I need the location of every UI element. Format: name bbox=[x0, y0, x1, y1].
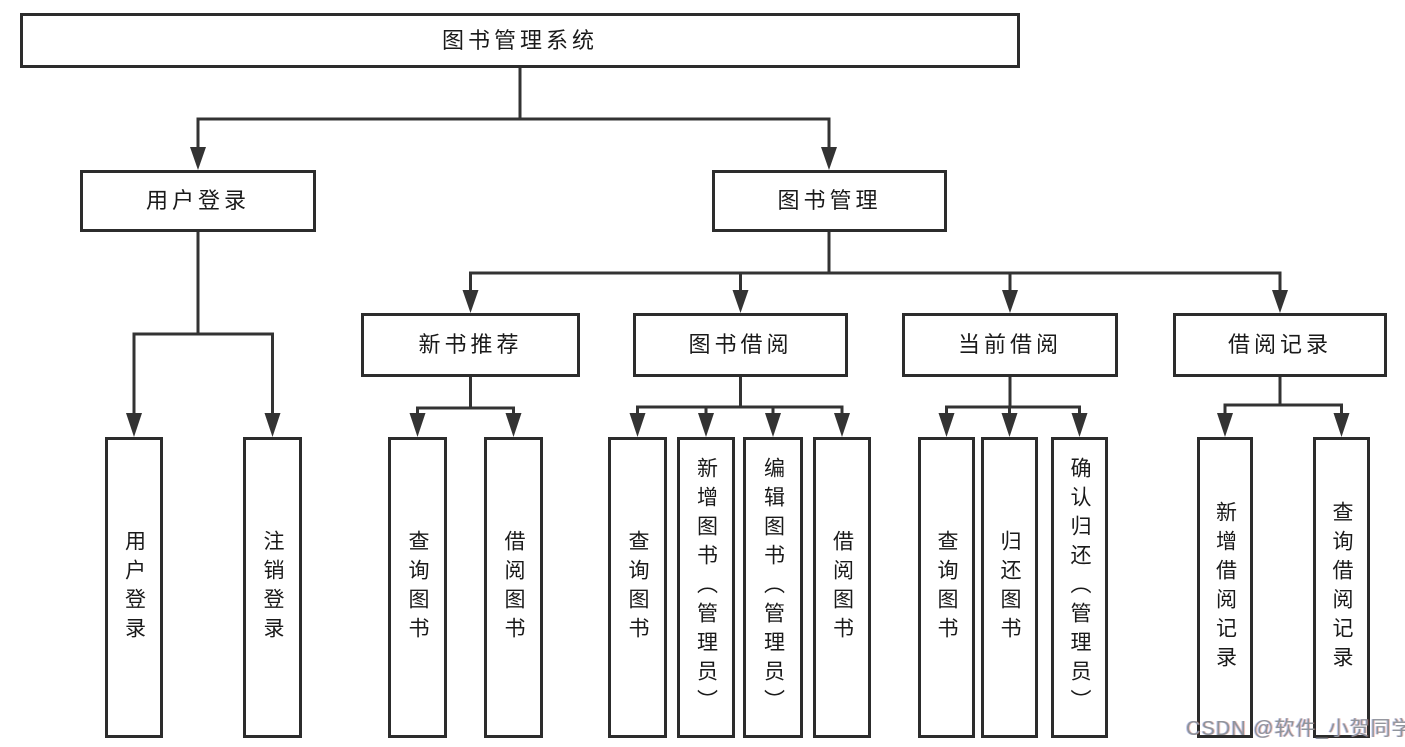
node-book-management: 图书管理 bbox=[712, 170, 947, 232]
node-current-borrowing: 当前借阅 bbox=[902, 313, 1118, 377]
leaf-records-add-record: 新增借阅记录 bbox=[1197, 437, 1253, 738]
node-user-login: 用户登录 bbox=[80, 170, 316, 232]
node-library-management-system: 图书管理系统 bbox=[20, 13, 1020, 68]
leaf-records-query-record: 查询借阅记录 bbox=[1313, 437, 1370, 738]
node-borrowing-records: 借阅记录 bbox=[1173, 313, 1387, 377]
arrowheads-book-borrowing-to-leaves bbox=[629, 413, 850, 437]
connector-book-borrowing-to-leaves bbox=[636, 375, 844, 417]
connector-book-management-to-level3 bbox=[469, 230, 1282, 295]
leaf-current-return-books: 归还图书 bbox=[981, 437, 1038, 738]
arrowheads-user-login-to-leaves bbox=[126, 413, 281, 437]
leaf-borrowing-add-books-admin: 新增图书（管理员） bbox=[677, 437, 735, 738]
leaf-borrowing-query-books: 查询图书 bbox=[608, 437, 667, 738]
leaf-logout: 注销登录 bbox=[243, 437, 302, 738]
connector-root-to-level2 bbox=[196, 66, 831, 152]
arrowheads-current-borrowing-to-leaves bbox=[938, 413, 1088, 437]
connector-borrowing-records-to-leaves bbox=[1223, 375, 1343, 417]
leaf-user-login: 用户登录 bbox=[105, 437, 163, 738]
arrowheads-book-management-to-level3 bbox=[462, 290, 1288, 313]
csdn-watermark: CSDN @软件_小贺同学 bbox=[1186, 718, 1405, 740]
node-new-book-recommendation: 新书推荐 bbox=[361, 313, 580, 377]
leaf-recommend-query-books: 查询图书 bbox=[388, 437, 447, 738]
leaf-recommend-borrow-books: 借阅图书 bbox=[484, 437, 543, 738]
leaf-current-confirm-return-admin: 确认归还（管理员） bbox=[1051, 437, 1108, 738]
connector-user-login-to-leaves bbox=[132, 230, 274, 416]
arrowheads-new-book-recommendation-to-leaves bbox=[409, 413, 522, 437]
leaf-borrowing-edit-books-admin: 编辑图书（管理员） bbox=[743, 437, 803, 738]
connector-new-book-recommendation-to-leaves bbox=[416, 375, 515, 417]
arrowheads-root-to-level2 bbox=[190, 147, 837, 170]
leaf-current-query-books: 查询图书 bbox=[918, 437, 975, 738]
leaf-borrowing-borrow-books: 借阅图书 bbox=[813, 437, 871, 738]
arrowheads-borrowing-records-to-leaves bbox=[1217, 413, 1350, 437]
node-book-borrowing: 图书借阅 bbox=[633, 313, 848, 377]
connector-current-borrowing-to-leaves bbox=[945, 375, 1081, 417]
